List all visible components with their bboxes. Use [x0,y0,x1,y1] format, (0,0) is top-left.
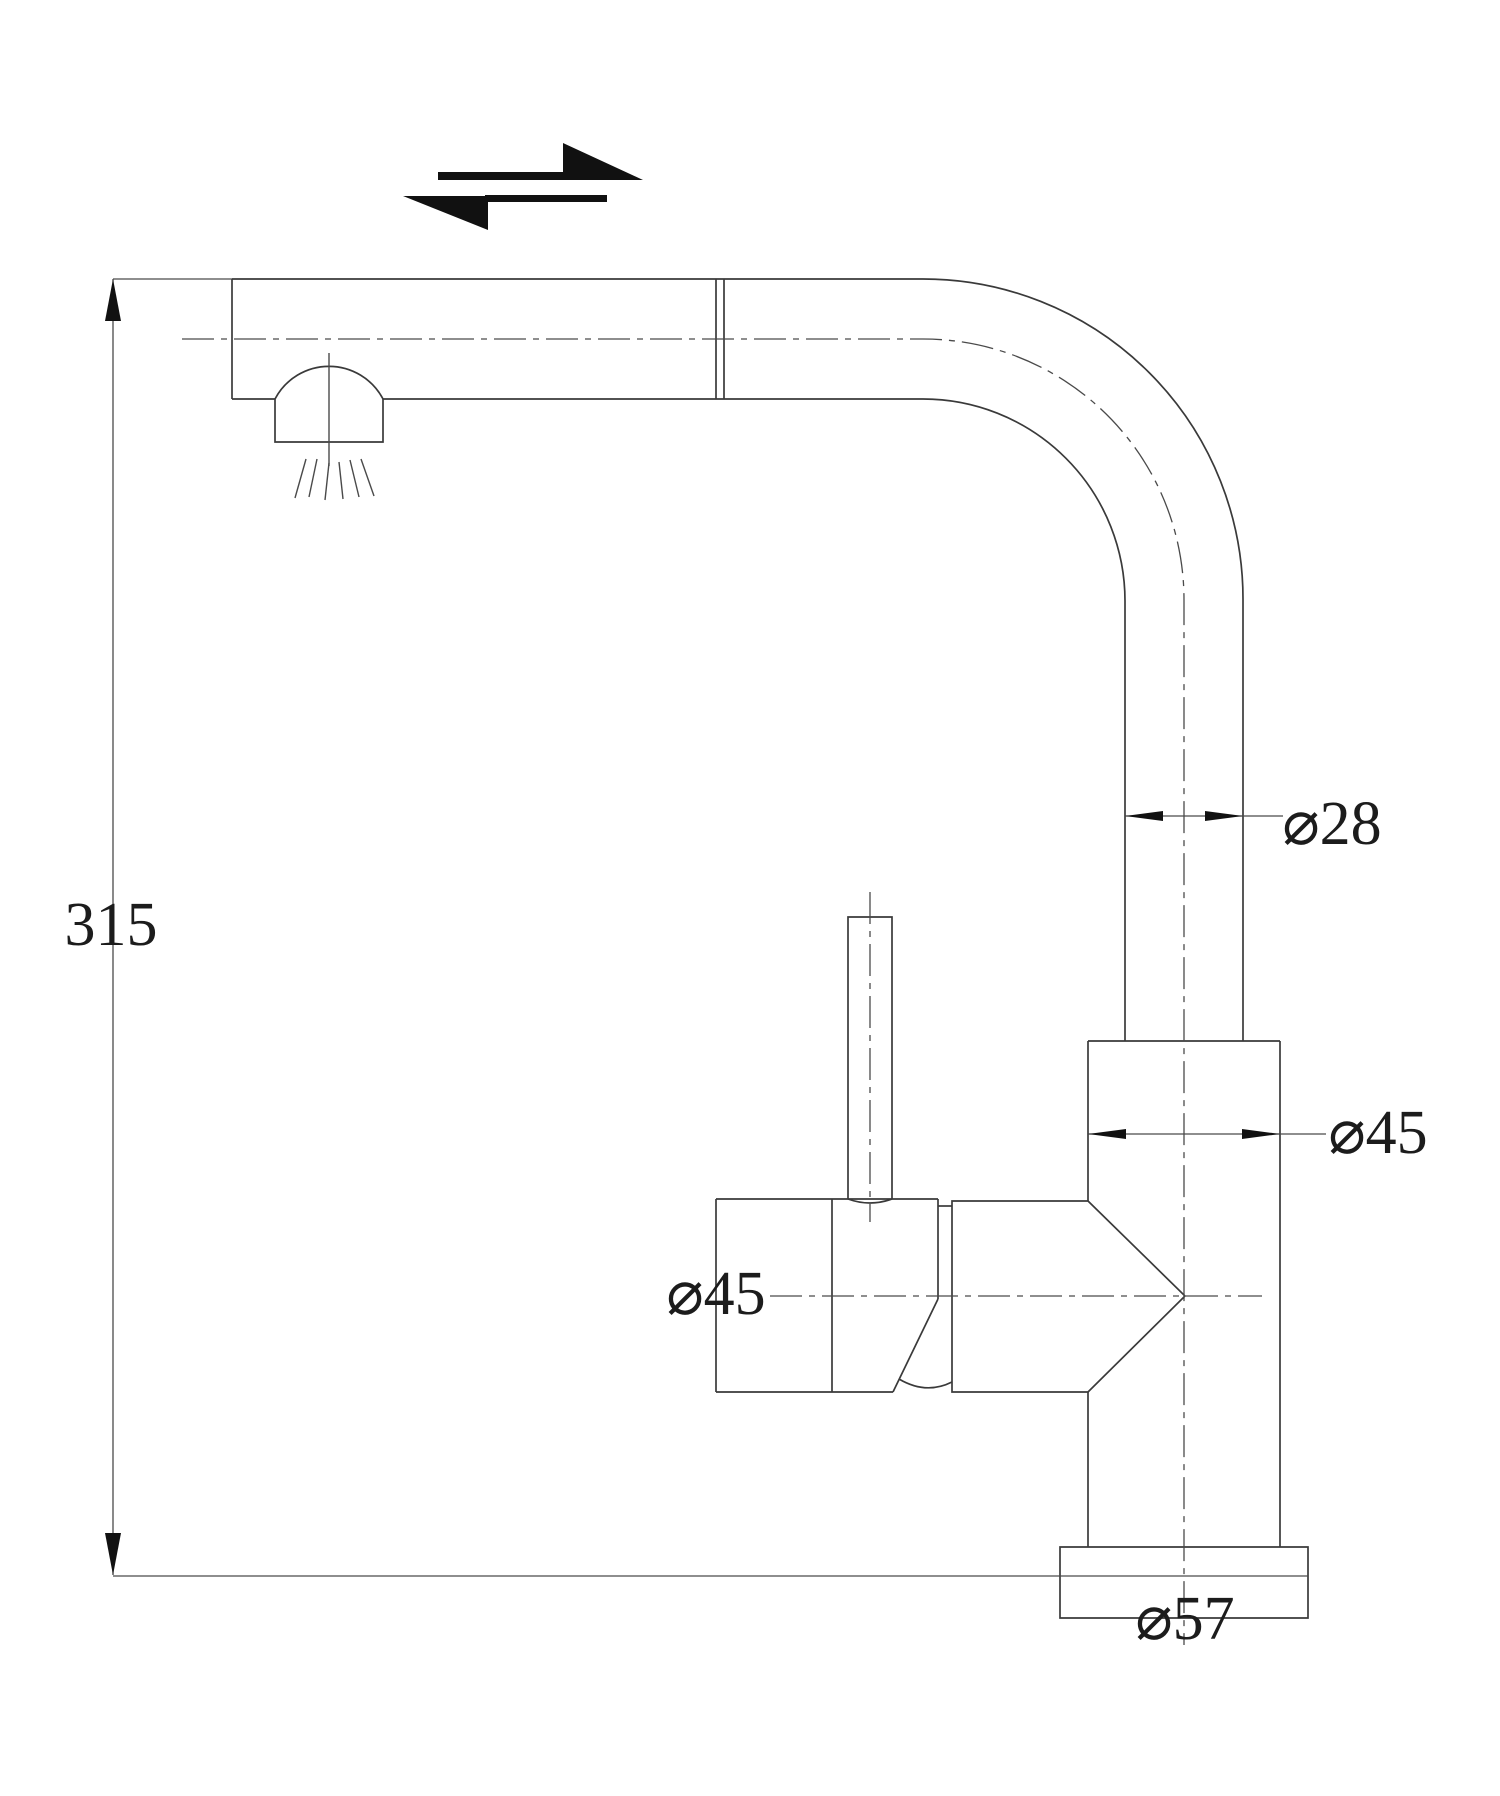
dia45-right-arrowhead [1242,1129,1280,1139]
handle-boss-cone [951,1200,1187,1393]
body-diameter-label: ⌀45 [1328,1098,1428,1167]
spout-body-centerline [182,338,1185,1645]
handle-tilt-joint-line [892,1298,939,1393]
height-dim-label: 315 [64,890,158,959]
height-dimension [105,278,1308,1577]
spout-bottom-edge [383,398,1126,602]
left-arrow-shaft [485,195,607,202]
right-arrow-shaft [438,172,563,180]
spout-and-pipe-outline [232,278,1244,1041]
spout-diameter-dimension [1125,811,1283,821]
dia28-left-arrowhead [1125,811,1163,821]
base-flange [1059,1546,1309,1619]
spout-top-edge [232,278,1244,600]
centerlines [182,338,1262,1645]
up-arrowhead [105,279,121,321]
left-arrow-head [403,196,488,230]
down-arrowhead [105,1533,121,1575]
right-arrow-head [563,143,643,180]
faucet-body [951,1040,1281,1547]
spray-jet-lines [294,458,375,501]
body-diameter-dimension [1088,1129,1326,1139]
handle-diameter-label: ⌀45 [666,1259,766,1328]
spout-diameter-label: ⌀28 [1282,789,1382,858]
pull-out-direction-arrows [403,143,643,230]
pull-out-spray-head [231,279,384,501]
base-diameter-label: ⌀57 [1135,1584,1235,1653]
dia45-left-arrowhead [1088,1129,1126,1139]
base-outline [1059,1546,1309,1619]
handle-joint-arc [898,1378,953,1389]
handle-assembly [715,892,953,1393]
dia28-right-arrowhead [1205,811,1243,821]
lever-base-fillet [847,1198,893,1204]
